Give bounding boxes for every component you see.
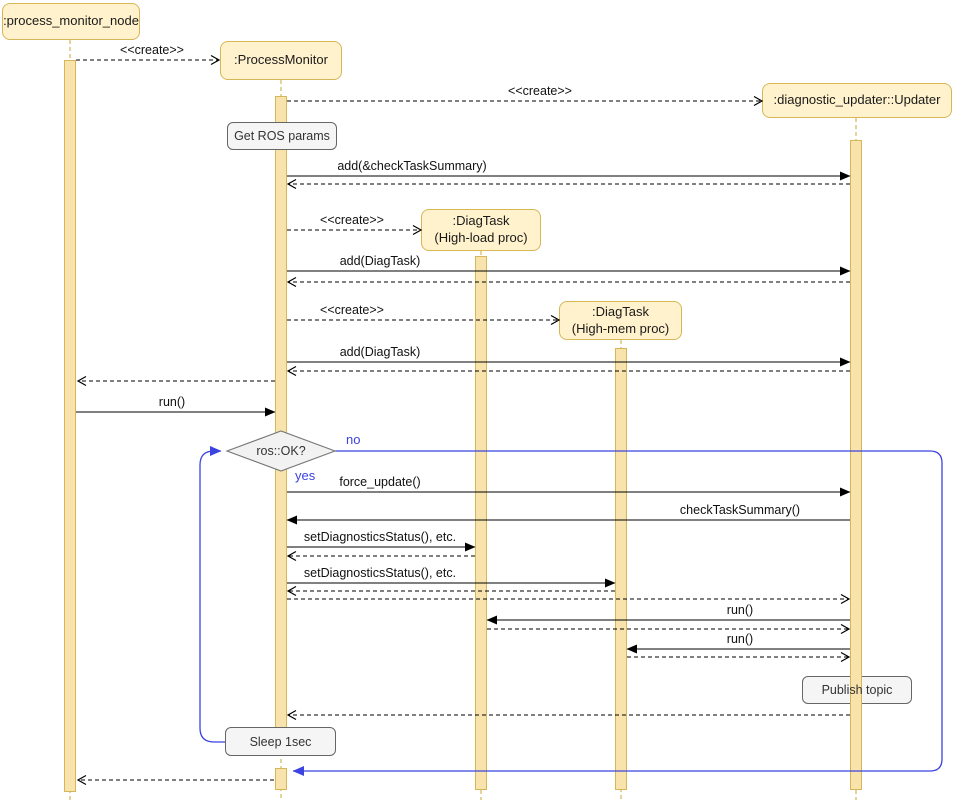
yes-branch-label: yes <box>295 468 316 483</box>
note-sleep-1sec: Sleep 1sec <box>225 727 336 756</box>
message-label-0: <<create>> <box>120 43 184 57</box>
message-label-11: run() <box>158 395 186 409</box>
activation-diagnostic-updater <box>850 140 862 790</box>
message-label-5: add(DiagTask) <box>339 254 421 268</box>
decision-diamond <box>225 430 337 472</box>
actor-diagnostic-updater: :diagnostic_updater::Updater <box>762 83 952 118</box>
loop-back-path <box>199 446 225 743</box>
actor-label: :diagnostic_updater::Updater <box>773 92 941 108</box>
actor-process-monitor-node: :process_monitor_node <box>2 3 140 40</box>
actor-label: (High-load proc) <box>434 230 528 245</box>
actor-label: :DiagTask <box>452 213 510 229</box>
activation-diagtask-high-load <box>475 256 487 790</box>
actor-label: :ProcessMonitor <box>234 52 328 68</box>
message-label-16: setDiagnosticsStatus(), etc. <box>303 566 457 580</box>
activation-process-monitor <box>275 768 287 790</box>
decision-label: ros::OK? <box>256 444 306 458</box>
actor-diagtask-high-mem: :DiagTask(High-mem proc) <box>559 301 682 340</box>
actor-label: (High-mem proc) <box>571 320 670 336</box>
actor-diagtask-high-load: :DiagTask(High-load proc) <box>421 209 541 251</box>
loop-no-path <box>292 450 943 776</box>
message-label-14: setDiagnosticsStatus(), etc. <box>303 530 457 544</box>
actor-label: :DiagTask <box>591 303 650 319</box>
message-label-2: add(&checkTaskSummary) <box>337 159 487 173</box>
message-label-7: <<create>> <box>320 303 384 317</box>
activation-process-monitor-node <box>64 60 76 792</box>
message-label-1: <<create>> <box>508 84 572 98</box>
message-label-19: run() <box>726 603 754 617</box>
message-label-4: <<create>> <box>320 213 384 227</box>
actor-process-monitor: :ProcessMonitor <box>220 41 342 80</box>
message-label-21: run() <box>726 632 754 646</box>
activation-diagtask-high-mem <box>615 348 627 790</box>
no-branch-label: no <box>346 432 361 447</box>
message-label-12: force_update() <box>339 475 421 489</box>
message-label-13: checkTaskSummary() <box>679 503 801 517</box>
message-label-8: add(DiagTask) <box>339 345 421 359</box>
note-label-1: Publish topic <box>821 683 893 697</box>
note-get-ros-params: Get ROS params <box>227 122 337 150</box>
actor-label: :process_monitor_node <box>3 13 139 29</box>
